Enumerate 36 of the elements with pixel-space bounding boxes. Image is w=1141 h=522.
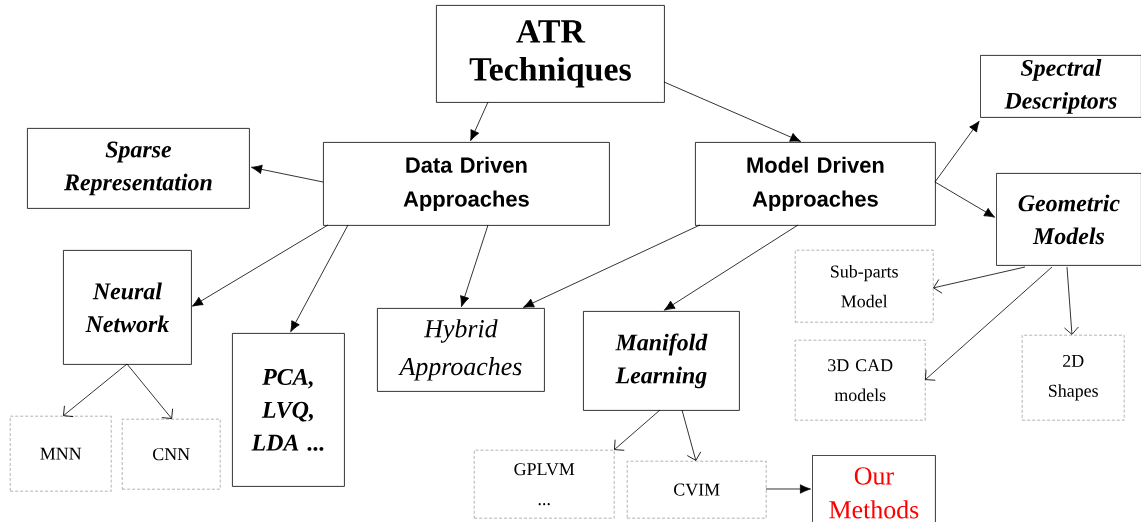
arrow	[765, 484, 811, 494]
arrow	[1064, 266, 1079, 335]
submethod-box: 3D CAD models	[795, 340, 926, 421]
arrow	[934, 181, 996, 218]
arrow	[663, 81, 802, 142]
arrow	[63, 363, 128, 418]
category-box: Model Driven Approaches	[695, 142, 936, 226]
arrow	[933, 266, 1026, 294]
result-box: Our Methods	[812, 455, 936, 522]
method-box: Spectral Descriptors	[980, 55, 1141, 118]
arrow	[470, 101, 489, 142]
submethod-box: CVIM	[627, 461, 767, 519]
method-box: Manifold Learning	[583, 311, 740, 411]
arrow	[191, 224, 329, 307]
arrow	[290, 224, 349, 333]
method-box: Sparse Representation	[27, 128, 250, 209]
arrow	[522, 224, 701, 308]
title-box: ATR Techniques	[436, 5, 665, 103]
arrow	[460, 224, 489, 307]
arrow	[934, 120, 980, 183]
arrow	[126, 363, 174, 419]
method-box: Neural Network	[63, 250, 192, 365]
submethod-box: MNN	[10, 416, 112, 492]
arrow	[681, 409, 702, 461]
arrow	[614, 409, 661, 451]
method-box: Geometric Models	[996, 173, 1141, 266]
arrow	[251, 164, 324, 183]
method-box: PCA, LVQ, LDA ...	[232, 333, 345, 487]
arrow	[663, 224, 799, 311]
submethod-box: CNN	[122, 419, 221, 490]
method-box: Hybrid Approaches	[377, 308, 545, 392]
submethod-box: GPLVM ...	[474, 450, 615, 519]
submethod-box: Sub-parts Model	[795, 250, 934, 323]
category-box: Data Driven Approaches	[323, 142, 610, 226]
submethod-box: 2D Shapes	[1022, 335, 1125, 421]
arrow	[925, 266, 1053, 381]
